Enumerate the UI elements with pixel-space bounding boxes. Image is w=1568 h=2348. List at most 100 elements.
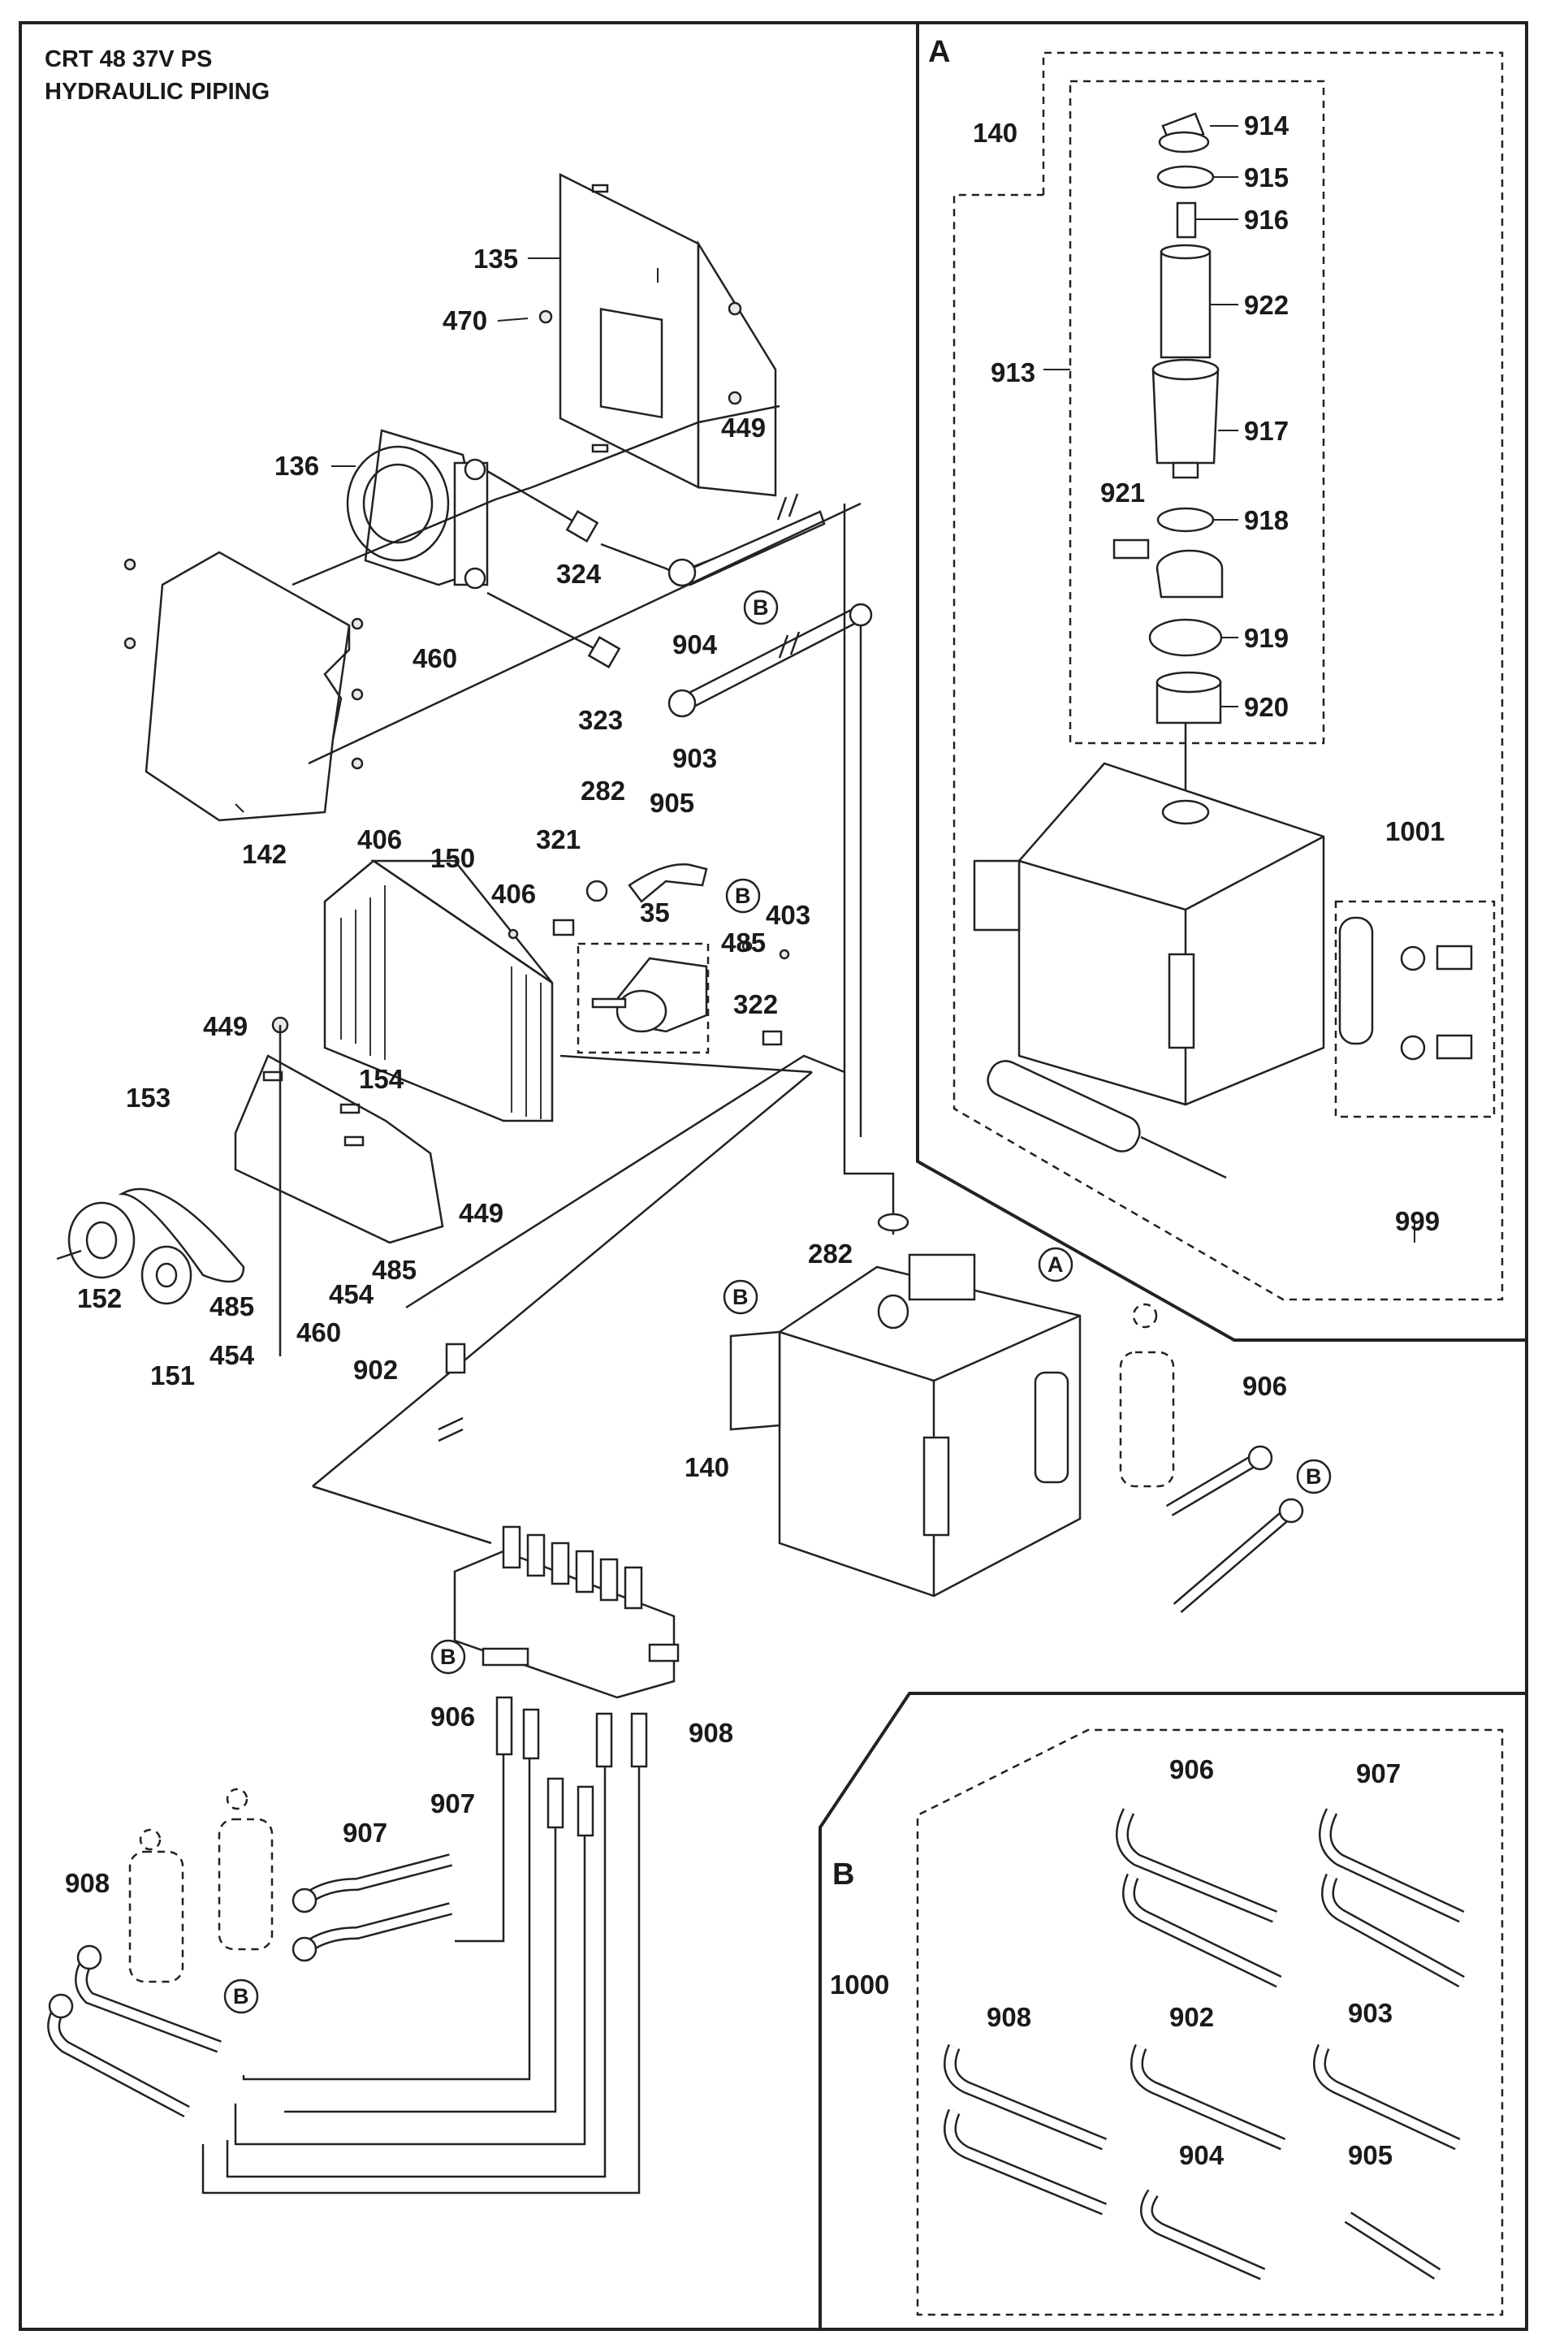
part-label: 406 xyxy=(491,879,536,909)
part-label: 449 xyxy=(459,1198,503,1228)
hydraulic-tank-140 xyxy=(729,1213,1082,1598)
part-label: 907 xyxy=(1356,1758,1401,1788)
pump-bracket-154 xyxy=(234,1016,444,1356)
part-label: 919 xyxy=(1244,623,1289,653)
part-label: 906 xyxy=(1169,1754,1214,1784)
ref-b-3: B xyxy=(723,1279,758,1315)
part-label: 470 xyxy=(443,305,487,335)
part-label: 153 xyxy=(126,1083,171,1113)
part-label: 485 xyxy=(209,1291,254,1321)
part-label: 35 xyxy=(640,897,670,928)
svg-text:B: B xyxy=(440,1645,456,1669)
svg-text:B: B xyxy=(1306,1464,1322,1489)
label-leaders xyxy=(235,125,1415,1243)
part-label: 403 xyxy=(766,900,810,930)
belt-cover-142 xyxy=(123,551,364,822)
part-label: 324 xyxy=(556,559,602,589)
fittings-and-hoses-upper xyxy=(486,469,895,1235)
part-label: 905 xyxy=(1348,2140,1393,2170)
ref-b-6: B xyxy=(223,1978,259,2014)
part-label: 906 xyxy=(430,1702,475,1732)
drive-housing-136 xyxy=(346,429,489,590)
svg-text:B: B xyxy=(233,1984,249,2009)
part-label: 282 xyxy=(581,776,625,806)
outer-frame xyxy=(19,21,1528,2331)
part-label: 903 xyxy=(1348,1998,1393,2028)
part-label: 907 xyxy=(430,1788,475,1818)
section-b-frame xyxy=(819,1692,1527,2329)
part-label: 921 xyxy=(1100,478,1145,508)
left-hoses-907-908 xyxy=(47,1853,453,2118)
part-label: 1000 xyxy=(830,1970,889,2000)
part-label: 918 xyxy=(1244,505,1289,535)
part-label: 321 xyxy=(536,824,581,854)
part-label: 449 xyxy=(721,413,766,443)
hose-902 xyxy=(433,1304,466,1494)
part-label: 903 xyxy=(672,743,717,773)
ref-b-2: B xyxy=(725,878,761,914)
part-numbers: 135 470 449 136 324 904 460 323 903 406 … xyxy=(65,110,1445,2170)
outgoing-hoses xyxy=(201,1696,648,2194)
part-label: 920 xyxy=(1244,692,1289,722)
reference-markers: B B B A B B B xyxy=(223,590,1332,2014)
ref-b-1: B xyxy=(743,590,779,625)
part-label: 1001 xyxy=(1385,816,1445,846)
part-label: 916 xyxy=(1244,205,1289,235)
part-label: 917 xyxy=(1244,416,1289,446)
part-label: 140 xyxy=(685,1452,729,1482)
part-label: 449 xyxy=(203,1011,248,1041)
svg-text:B: B xyxy=(735,884,751,908)
part-label: 150 xyxy=(430,843,475,873)
part-label: 914 xyxy=(1244,110,1289,141)
lift-cylinder-right xyxy=(1119,1303,1304,1614)
part-label: 282 xyxy=(808,1239,853,1269)
part-label: 460 xyxy=(413,643,457,673)
part-label: 907 xyxy=(343,1818,387,1848)
diagram-subtitle: HYDRAULIC PIPING xyxy=(45,79,270,105)
pulleys-and-belt xyxy=(56,1187,245,1305)
pump-35 xyxy=(508,863,790,1054)
lift-cylinder-left xyxy=(128,1788,274,1983)
ref-b-5: B xyxy=(430,1639,466,1675)
part-label: 154 xyxy=(359,1064,404,1094)
part-label: 454 xyxy=(209,1340,255,1370)
part-label: 904 xyxy=(672,629,718,659)
diagram-title: CRT 48 37V PS xyxy=(45,46,212,72)
part-label: 906 xyxy=(1242,1371,1287,1401)
part-label: 142 xyxy=(242,839,287,869)
part-label: 140 xyxy=(973,118,1017,148)
part-label: 406 xyxy=(357,824,402,854)
part-label: 905 xyxy=(650,788,694,818)
assembly-leader-lines xyxy=(292,404,862,1545)
part-label: 460 xyxy=(296,1317,341,1347)
section-b-detail xyxy=(916,1728,1504,2316)
part-label: 152 xyxy=(77,1283,122,1313)
part-label: 323 xyxy=(578,705,623,735)
part-label: 135 xyxy=(473,244,518,274)
part-label: 136 xyxy=(274,451,319,481)
part-label: 485 xyxy=(721,928,766,958)
part-label: 908 xyxy=(65,1868,110,1898)
ref-a-1: A xyxy=(1038,1247,1073,1282)
part-label: 999 xyxy=(1395,1206,1440,1236)
part-label: 915 xyxy=(1244,162,1289,192)
part-label: 922 xyxy=(1244,290,1289,320)
section-a-label: A xyxy=(928,35,950,69)
part-label: 908 xyxy=(987,2002,1031,2032)
svg-text:B: B xyxy=(753,595,769,620)
part-label: 151 xyxy=(150,1360,195,1390)
part-label: 913 xyxy=(991,357,1035,387)
part-label: 902 xyxy=(1169,2002,1214,2032)
svg-text:A: A xyxy=(1047,1252,1064,1277)
part-label: 454 xyxy=(329,1279,374,1309)
section-a-detail xyxy=(952,51,1504,1301)
section-a-frame xyxy=(916,23,1527,1342)
section-b-label: B xyxy=(832,1857,854,1892)
svg-text:B: B xyxy=(732,1285,749,1309)
control-valve-block xyxy=(453,1525,680,1699)
part-label: 485 xyxy=(372,1255,417,1285)
part-label: 902 xyxy=(353,1355,398,1385)
part-label: 322 xyxy=(733,989,778,1019)
part-label: 904 xyxy=(1179,2140,1225,2170)
